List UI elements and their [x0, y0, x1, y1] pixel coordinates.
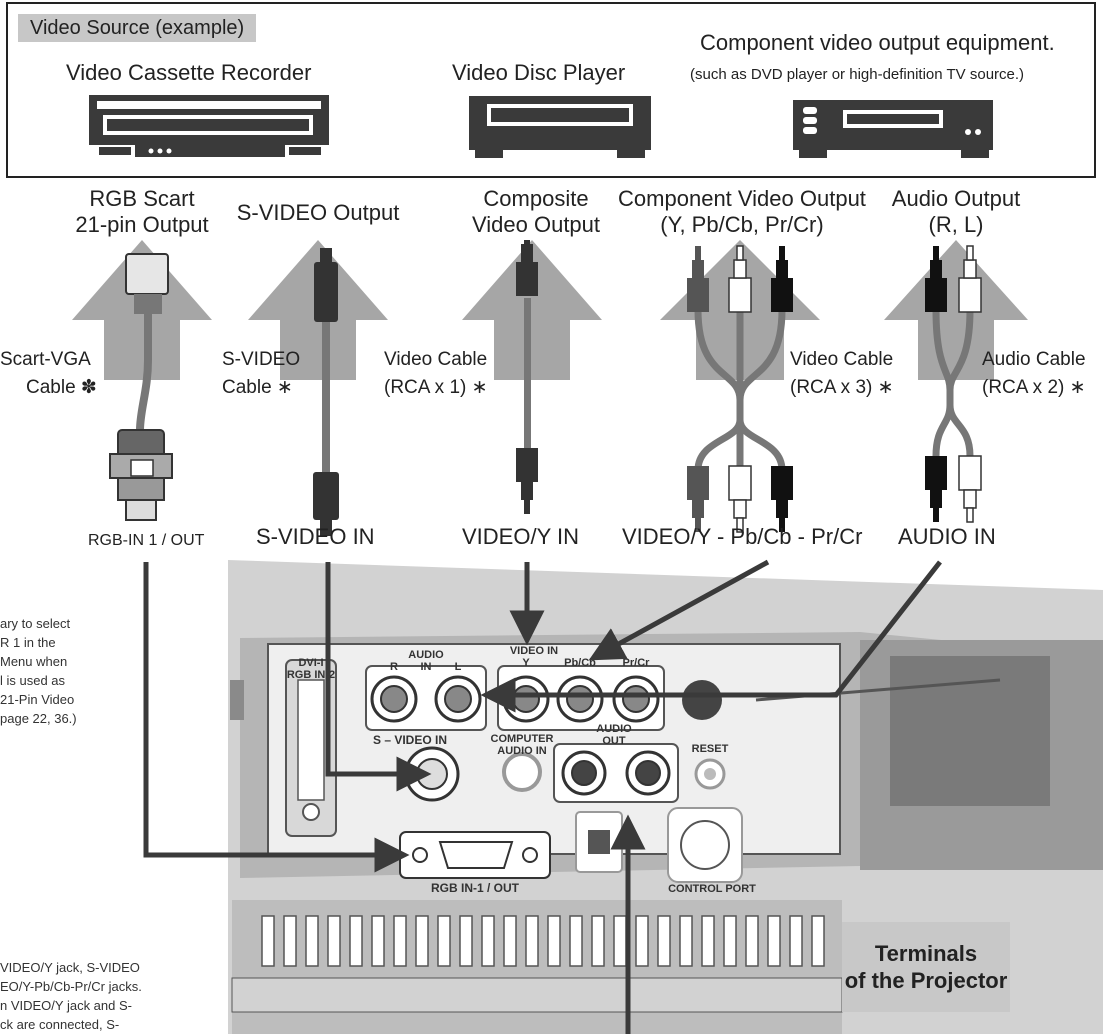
rgb-in-label: RGB-IN 1 / OUT	[88, 532, 205, 549]
connection-arrows	[143, 559, 942, 1034]
audio-cable	[925, 245, 982, 523]
composite-cable	[516, 240, 538, 514]
panel-audio-in-sub: IN	[421, 661, 432, 673]
panel-computer-audio-label: AUDIO IN	[497, 745, 547, 757]
panel-audio-out-label: AUDIO	[596, 723, 632, 735]
svideo-in-label: S-VIDEO IN	[256, 524, 375, 549]
note-left-line-3: Menu when	[0, 654, 68, 669]
note-bottom-line-1: VIDEO/Y jack, S-VIDEO	[0, 960, 140, 975]
component-output-label-1: Component Video Output	[618, 186, 866, 211]
video-cable-3-label-2: (RCA x 3) ∗	[790, 377, 894, 398]
panel-pbcb-label: Pb/Cb	[564, 657, 596, 669]
scart-cable-label-1: Scart-VGA	[0, 349, 91, 370]
panel-prcr-label: Pr/Cr	[623, 657, 651, 669]
component-equipment-label: Component video output equipment.	[700, 30, 1055, 55]
note-left-line-6: page 22, 36.)	[0, 711, 77, 726]
svideo-cable	[313, 248, 339, 536]
disc-player-icon	[469, 96, 651, 158]
audio-cable-label-2: (RCA x 2) ∗	[982, 377, 1086, 398]
terminals-badge: Terminals of the Projector	[842, 922, 1010, 1012]
video-source-box	[6, 2, 1096, 178]
panel-svideo-label: S – VIDEO IN	[373, 733, 447, 747]
note-left-line-1: ary to select	[0, 616, 71, 631]
panel-audio-in-label: AUDIO	[408, 649, 444, 661]
arrow-component	[588, 559, 770, 661]
note-left-line-5: 21-Pin Video	[0, 692, 75, 707]
source-devices	[89, 95, 993, 158]
cables-diagram	[72, 240, 1028, 536]
video-y-in-label: VIDEO/Y IN	[462, 524, 579, 549]
audio-in-jacks	[365, 665, 487, 731]
arrow-svideo	[325, 562, 432, 792]
panel-y-label: Y	[522, 657, 530, 669]
disc-player-label: Video Disc Player	[452, 60, 626, 85]
note-bottom-line-3: n VIDEO/Y jack and S-	[0, 998, 132, 1013]
component-cable	[687, 245, 793, 533]
note-bottom-line-4: ck are connected, S-	[0, 1017, 120, 1032]
projector-terminal-panel: DVI-I RGB IN-2 AUDIO IN R L VIDEO IN Y P…	[228, 560, 1103, 1034]
panel-rgb-out-label: RGB IN-1 / OUT	[431, 881, 520, 895]
arrow-rgb	[143, 562, 410, 873]
rgb2-label: RGB IN-2	[287, 669, 335, 681]
svideo-output-label: S-VIDEO Output	[236, 200, 400, 225]
video-cable-3-label-1: Video Cable	[790, 349, 894, 370]
vent-grille	[261, 915, 825, 967]
terminals-line-2: of the Projector	[844, 968, 1008, 993]
composite-output-label-1: Composite	[483, 186, 589, 211]
component-equipment-icon	[793, 100, 993, 158]
note-left-line-2: R 1 in the	[0, 635, 56, 650]
panel-computer-label: COMPUTER	[491, 733, 554, 745]
vcr-label: Video Cassette Recorder	[66, 60, 312, 85]
panel-l-label: L	[455, 661, 462, 673]
panel-control-label: CONTROL PORT	[668, 883, 756, 895]
panel-video-in-label: VIDEO IN	[510, 645, 558, 657]
component-output-label-2: (Y, Pb/Cb, Pr/Cr)	[660, 212, 824, 237]
composite-output-label-2: Video Output	[471, 212, 601, 237]
video-cable-1-label-2: (RCA x 1) ∗	[384, 377, 488, 398]
terminals-line-1: Terminals	[874, 941, 978, 966]
audio-output-label-1: Audio Output	[891, 186, 1021, 211]
video-source-tag: Video Source (example)	[18, 14, 257, 42]
panel-r-label: R	[390, 661, 398, 673]
audio-cable-label-1: Audio Cable	[982, 349, 1086, 370]
note-left-line-4: l is used as	[0, 673, 66, 688]
audio-in-label: AUDIO IN	[898, 524, 996, 549]
dvi-label: DVI-I	[298, 657, 323, 669]
scart-output-label-1: RGB Scart	[89, 186, 195, 211]
svideo-cable-label-1: S-VIDEO	[222, 349, 301, 370]
scart-cable-label-2: Cable ✽	[26, 377, 97, 398]
svideo-cable-label-2: Cable ∗	[222, 377, 293, 398]
note-bottom-line-2: EO/Y-Pb/Cb-Pr/Cr jacks.	[0, 979, 142, 994]
scart-output-label-2: 21-pin Output	[75, 212, 209, 237]
component-equipment-note: (such as DVD player or high-definition T…	[690, 66, 1025, 83]
component-in-label: VIDEO/Y - Pb/Cb - Pr/Cr	[622, 524, 863, 549]
video-cable-1-label-1: Video Cable	[384, 349, 488, 370]
scart-vga-cable	[109, 253, 173, 521]
arrow-audio	[480, 560, 942, 713]
panel-audio-out-sub: OUT	[602, 735, 626, 747]
panel-reset-label: RESET	[692, 743, 729, 755]
vcr-icon	[89, 95, 329, 157]
audio-output-label-2: (R, L)	[928, 212, 984, 237]
